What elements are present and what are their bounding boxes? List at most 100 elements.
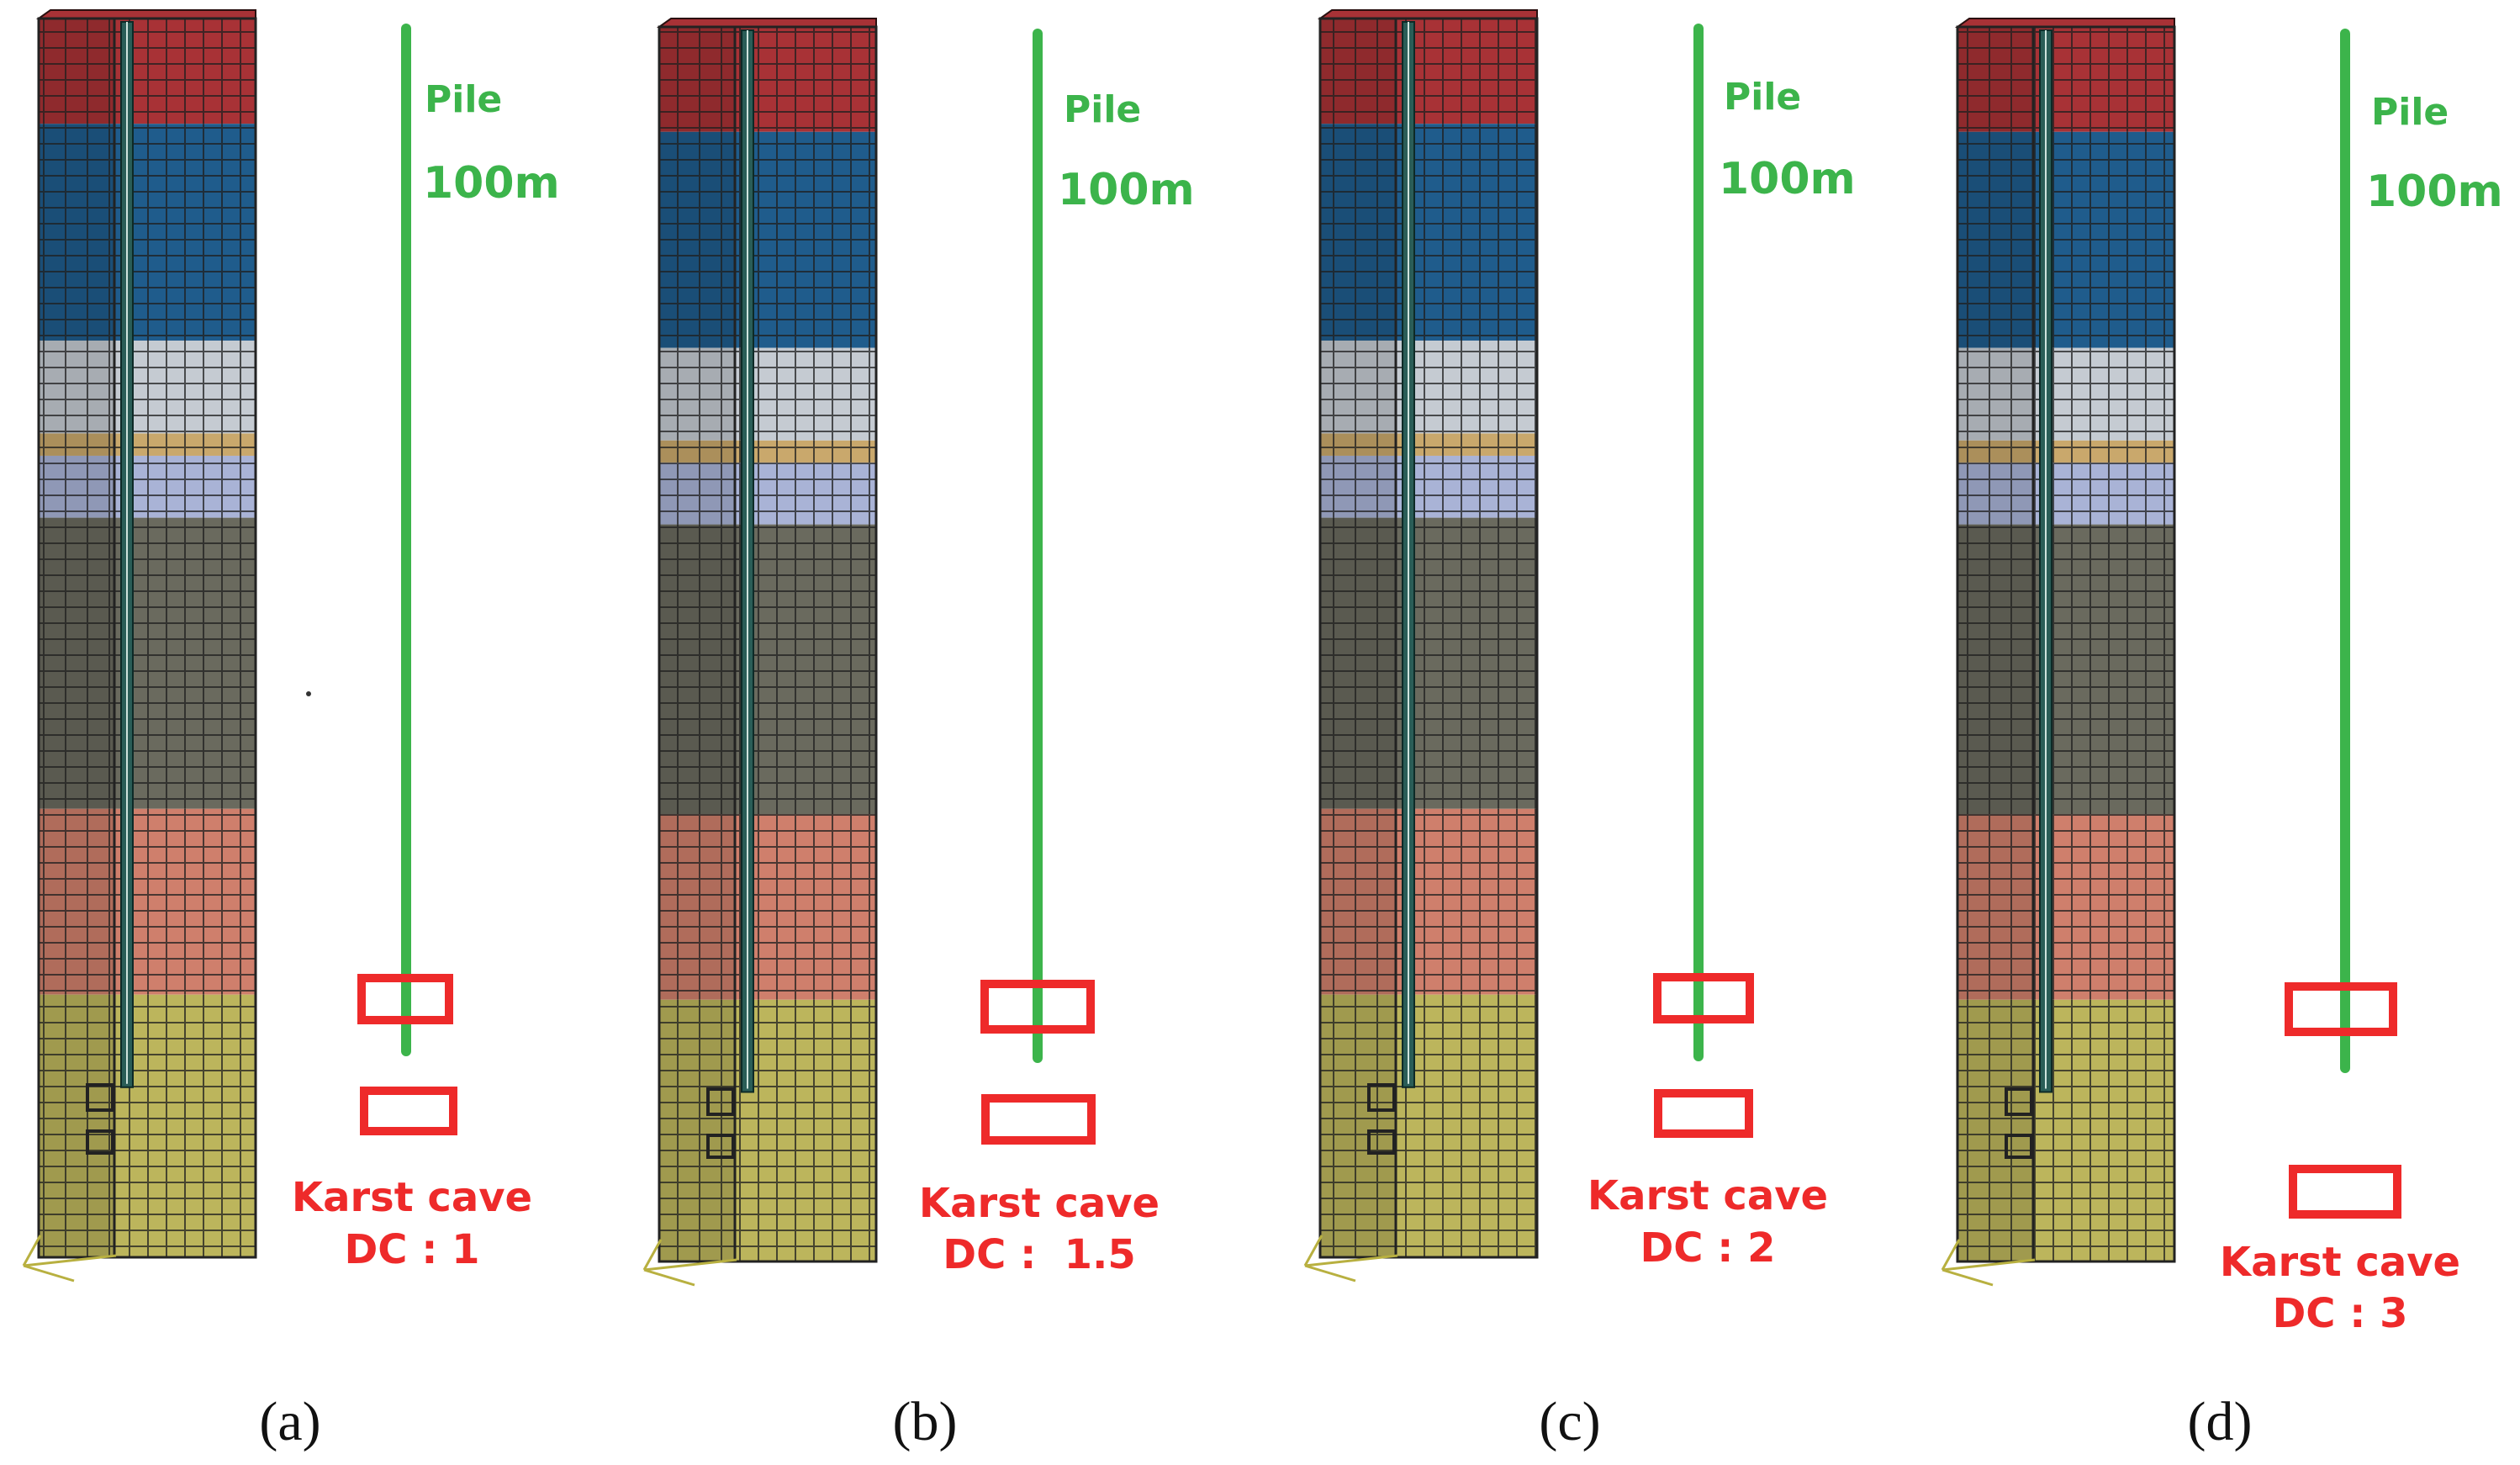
- cave-void-marker: [1367, 1083, 1396, 1112]
- soil-layer-mesh: [735, 440, 876, 463]
- karst-cave-upper: [1653, 973, 1754, 1023]
- soil-layer-mesh: [735, 524, 876, 815]
- cave-void-marker: [2005, 1134, 2033, 1159]
- panel-d: Pile 100m Karst cave DC : 3 (d): [1941, 18, 2503, 1452]
- panel-caption: (b): [893, 1391, 958, 1452]
- soil-layer-mesh: [659, 27, 735, 132]
- axis-y-line: [642, 1239, 663, 1271]
- karst-cave-label: Karst cave: [292, 1174, 532, 1221]
- stray-dot: [306, 691, 311, 696]
- soil-layer-mesh: [1396, 19, 1537, 124]
- soil-layer-mesh: [2033, 27, 2174, 132]
- soil-layer-mesh: [659, 999, 735, 1261]
- soil-layer-mesh: [659, 463, 735, 525]
- cave-void-marker: [86, 1129, 114, 1155]
- pile-schematic: Pile 100m Karst cave DC : 3: [2220, 29, 2503, 1337]
- pile-label: Pile: [425, 78, 502, 121]
- soil-layer-mesh: [735, 463, 876, 525]
- karst-cave-label: Karst cave: [1588, 1172, 1828, 1219]
- soil-layer-mesh: [2033, 463, 2174, 525]
- pile-length-label: 100m: [1719, 154, 1856, 204]
- soil-layer-mesh: [39, 19, 114, 124]
- soil-column-model: [22, 9, 257, 1283]
- soil-layer-mesh: [1957, 463, 2033, 525]
- soil-layer-mesh: [1957, 347, 2033, 441]
- soil-layer-mesh: [735, 347, 876, 441]
- axis-z-line: [643, 1268, 695, 1287]
- pile-label: Pile: [1064, 88, 1141, 131]
- axis-z-line: [23, 1264, 75, 1283]
- soil-column-model: [642, 18, 878, 1287]
- soil-layer-mesh: [1320, 19, 1396, 124]
- panel-b: Pile 100m Karst cave DC : 1.5 (b): [642, 18, 1195, 1452]
- soil-layer-mesh: [1396, 433, 1537, 456]
- soil-layer-mesh: [2033, 814, 2174, 1000]
- soil-layer-mesh: [39, 340, 114, 434]
- soil-layer-mesh: [1320, 124, 1396, 341]
- soil-layer-mesh: [735, 131, 876, 348]
- axis-x-line: [1942, 1258, 2036, 1272]
- soil-layer-mesh: [1320, 517, 1396, 809]
- axis-y-line: [22, 1235, 42, 1267]
- soil-layer-mesh: [39, 517, 114, 809]
- soil-column-model: [1303, 9, 1539, 1283]
- karst-cave-lower: [981, 1094, 1096, 1145]
- soil-layer-mesh: [1396, 808, 1537, 995]
- soil-layer-mesh: [2033, 347, 2174, 441]
- soil-layer-mesh: [1320, 994, 1396, 1257]
- karst-cave-label: Karst cave: [919, 1180, 1160, 1227]
- soil-layer-mesh: [114, 124, 256, 341]
- soil-layer-mesh: [114, 517, 256, 809]
- soil-layer-mesh: [1396, 124, 1537, 341]
- soil-layer-mesh: [1957, 131, 2033, 348]
- column-outline: [1956, 25, 2176, 1263]
- axis-z-line: [1304, 1264, 1356, 1283]
- karst-cave-upper: [357, 974, 453, 1024]
- panel-caption: (d): [2188, 1391, 2253, 1452]
- panel-c: Pile 100m Karst cave DC : 2 (c): [1303, 9, 1856, 1452]
- soil-layer-mesh: [1957, 999, 2033, 1261]
- soil-layer-mesh: [2033, 131, 2174, 348]
- axis-z-line: [1942, 1268, 1994, 1287]
- soil-layer-mesh: [1320, 340, 1396, 434]
- cave-void-marker: [706, 1134, 735, 1159]
- dc-label: DC : 1.5: [943, 1231, 1135, 1278]
- karst-cave-upper: [980, 980, 1095, 1034]
- soil-layer-mesh: [1396, 455, 1537, 518]
- axis-y-line: [1941, 1239, 1961, 1271]
- soil-layer-mesh: [1320, 808, 1396, 995]
- soil-layer-mesh: [1396, 517, 1537, 809]
- soil-layer-mesh: [1320, 433, 1396, 456]
- soil-layer-mesh: [659, 524, 735, 815]
- soil-layer-mesh: [659, 440, 735, 463]
- soil-layer-mesh: [2033, 524, 2174, 815]
- soil-layer-mesh: [114, 808, 256, 995]
- soil-layer-mesh: [1957, 814, 2033, 1000]
- axis-x-line: [23, 1254, 117, 1267]
- soil-layer-mesh: [1957, 27, 2033, 132]
- soil-layer-mesh: [1957, 524, 2033, 815]
- cave-void-marker: [706, 1087, 735, 1116]
- pile-schematic: Pile 100m Karst cave DC : 1.5: [919, 29, 1195, 1278]
- pile-length-label: 100m: [1058, 165, 1195, 215]
- soil-layer-mesh: [1957, 440, 2033, 463]
- soil-layer-mesh: [39, 124, 114, 341]
- pile-schematic: Pile 100m Karst cave DC : 1: [292, 24, 560, 1273]
- cave-void-marker: [1367, 1129, 1396, 1155]
- soil-layer-mesh: [114, 455, 256, 518]
- soil-layer-mesh: [2033, 999, 2174, 1261]
- soil-layer-mesh: [39, 808, 114, 995]
- soil-layer-mesh: [39, 994, 114, 1257]
- cave-void-marker: [2005, 1087, 2033, 1116]
- soil-column-model: [1941, 18, 2176, 1287]
- karst-cave-upper: [2285, 982, 2397, 1036]
- karst-cave-lower: [360, 1087, 457, 1135]
- soil-layer-mesh: [114, 340, 256, 434]
- axis-y-line: [1303, 1235, 1323, 1267]
- axis-x-line: [1304, 1254, 1398, 1267]
- dc-label: DC : 1: [344, 1226, 479, 1273]
- panel-caption: (c): [1539, 1391, 1600, 1452]
- column-outline: [37, 17, 257, 1259]
- soil-layer-mesh: [1396, 994, 1537, 1257]
